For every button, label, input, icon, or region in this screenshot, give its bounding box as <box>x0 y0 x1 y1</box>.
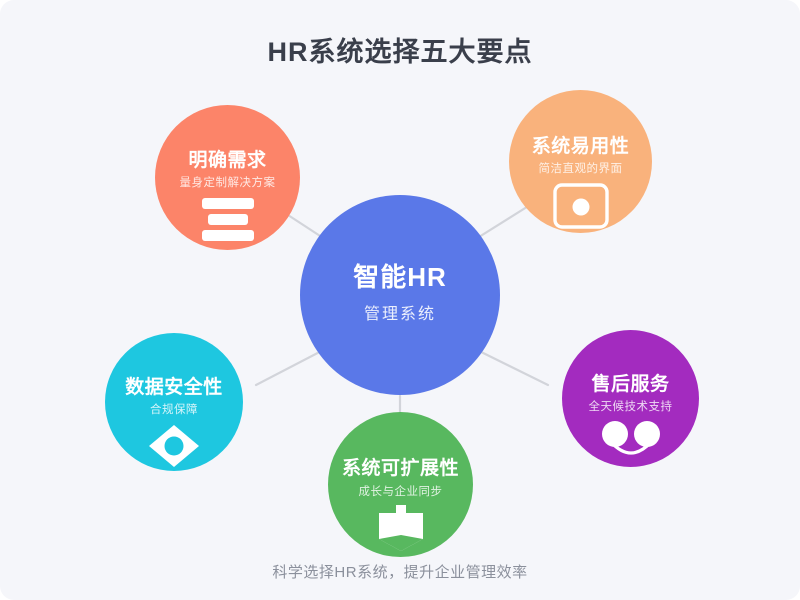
node-scalability-subtitle: 成长与企业同步 <box>358 486 443 498</box>
node-ease-subtitle: 简洁直观的界面 <box>538 163 623 175</box>
headset-icon <box>562 420 699 464</box>
node-need-title: 明确需求 <box>188 150 267 171</box>
node-need-subtitle: 量身定制解决方案 <box>179 177 276 189</box>
monitor-icon <box>509 182 652 230</box>
node-security-subtitle: 合规保障 <box>150 404 198 416</box>
list-lines-icon <box>155 198 300 241</box>
node-ease[interactable]: 系统易用性 简洁直观的界面 <box>509 90 652 233</box>
center-hub-node[interactable]: 智能HR 管理系统 <box>300 195 500 395</box>
node-support[interactable]: 售后服务 全天候技术支持 <box>562 330 699 467</box>
node-scalability-title: 系统可扩展性 <box>341 458 459 479</box>
node-ease-title: 系统易用性 <box>531 136 630 157</box>
hub-subtitle: 管理系统 <box>363 306 436 323</box>
node-scalability[interactable]: 系统可扩展性 成长与企业同步 <box>328 412 473 557</box>
node-support-subtitle: 全天候技术支持 <box>588 401 673 413</box>
node-security[interactable]: 数据安全性 合规保障 <box>105 333 243 471</box>
node-support-title: 售后服务 <box>591 374 670 395</box>
footer-caption: 科学选择HR系统，提升企业管理效率 <box>272 564 528 581</box>
page-title: HR系统选择五大要点 <box>267 37 533 67</box>
down-arrow-book-icon <box>328 505 473 553</box>
node-need[interactable]: 明确需求 量身定制解决方案 <box>155 105 300 250</box>
node-security-title: 数据安全性 <box>125 377 223 398</box>
hub-title: 智能HR <box>353 262 447 292</box>
eye-diamond-icon <box>105 423 243 469</box>
